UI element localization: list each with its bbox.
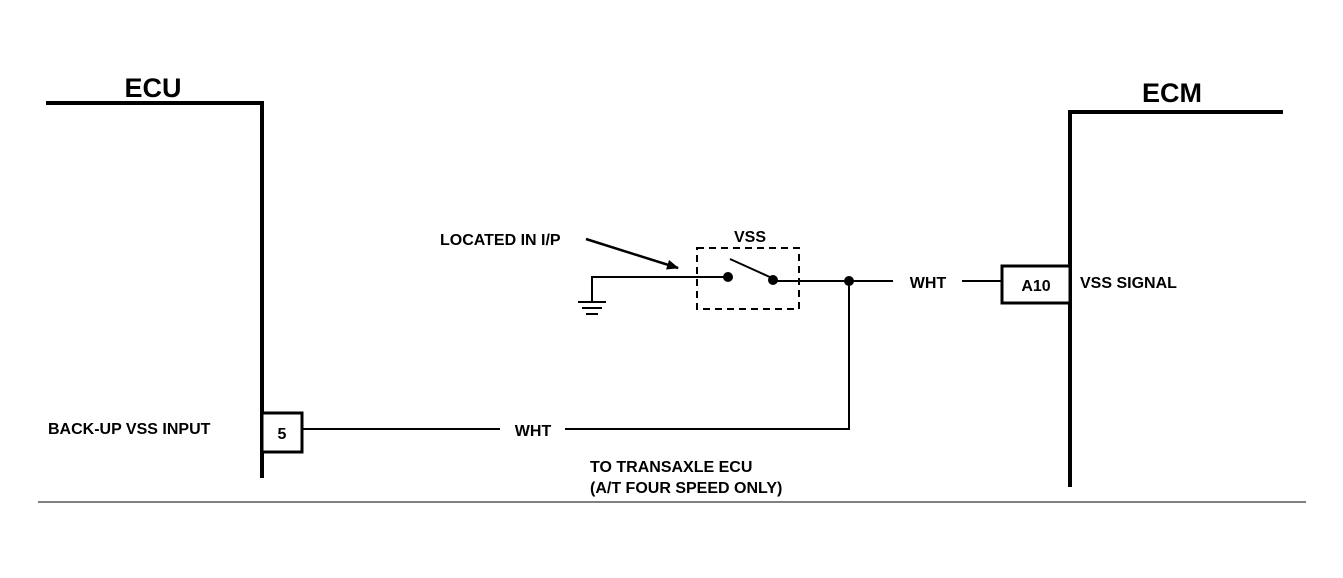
ecm-pin-a10-box xyxy=(1000,264,1072,305)
transaxle-note-line2: (A/T FOUR SPEED ONLY) xyxy=(590,480,782,497)
ecu-title: ECU xyxy=(124,73,181,103)
vss-switch-blade xyxy=(729,258,773,279)
ground-wire xyxy=(591,276,728,302)
vss-label: VSS xyxy=(734,229,766,246)
vss-signal-label: VSS SIGNAL xyxy=(1080,275,1177,292)
located-in-ip-label: LOCATED IN I/P xyxy=(440,232,561,249)
wht-label-bottom: WHT xyxy=(515,423,552,440)
transaxle-note-line1: TO TRANSAXLE ECU xyxy=(590,459,752,476)
vss-switch: VSS xyxy=(696,229,800,310)
ecu-module: ECU 5 BACK-UP VSS INPUT xyxy=(46,73,304,478)
signal-wiring: WHT WHT xyxy=(302,275,1002,440)
ground-symbol xyxy=(578,276,728,315)
vss-dashed-box xyxy=(696,247,800,310)
wht-label-top: WHT xyxy=(910,275,947,292)
located-in-ip-callout: LOCATED IN I/P xyxy=(440,232,679,270)
ecm-boundary-line xyxy=(1068,110,1283,487)
callout-arrow xyxy=(585,237,679,270)
ecm-module: ECM A10 VSS SIGNAL xyxy=(1000,78,1283,487)
ecu-pin-5-label: 5 xyxy=(278,426,287,443)
splice-down-wire xyxy=(565,281,850,430)
ecu-pin-5-box xyxy=(260,411,304,454)
back-up-vss-input-label: BACK-UP VSS INPUT xyxy=(48,421,211,438)
ecm-pin-a10-label: A10 xyxy=(1021,278,1050,295)
ecu-boundary-line xyxy=(46,101,264,478)
vss-contact-left xyxy=(723,272,733,282)
ecm-title: ECM xyxy=(1142,78,1202,108)
transaxle-note: TO TRANSAXLE ECU (A/T FOUR SPEED ONLY) xyxy=(590,459,782,497)
